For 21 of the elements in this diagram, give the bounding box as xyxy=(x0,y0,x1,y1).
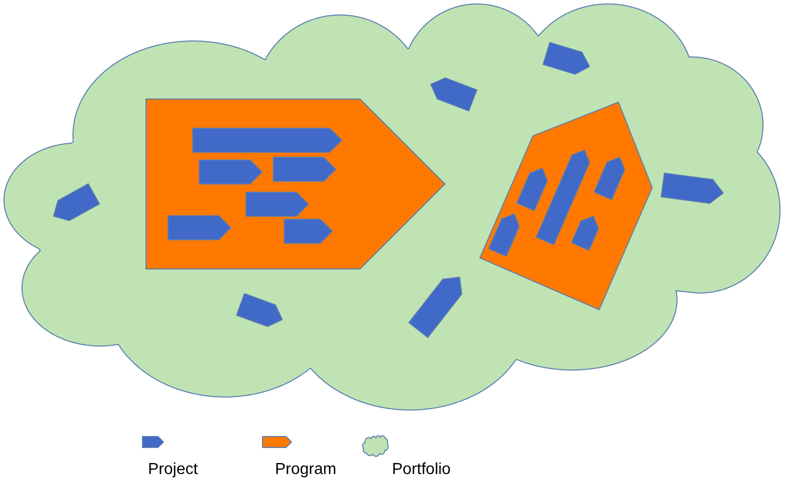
project-pentagon xyxy=(660,172,725,205)
project-pentagon xyxy=(167,214,232,241)
project-pentagon xyxy=(542,41,591,76)
project-pentagon xyxy=(570,215,600,252)
legend-label: Program xyxy=(275,460,336,479)
project-pentagon xyxy=(593,156,626,201)
project-pentagon xyxy=(407,276,463,339)
project-pentagon xyxy=(429,76,478,112)
legend-label: Project xyxy=(148,460,198,479)
project-pentagon xyxy=(515,167,549,212)
project-pentagon xyxy=(235,292,284,328)
legend-label: Portfolio xyxy=(392,460,451,479)
project-pentagon xyxy=(52,182,101,222)
project-pentagon xyxy=(245,191,310,218)
portfolio-cloud xyxy=(3,3,781,411)
project-pentagon xyxy=(272,156,337,183)
program-pentagon xyxy=(145,98,446,270)
project-pentagon xyxy=(198,159,264,185)
program-pentagon xyxy=(478,101,654,311)
project-pentagon xyxy=(191,127,343,154)
project-pentagon xyxy=(487,212,521,258)
